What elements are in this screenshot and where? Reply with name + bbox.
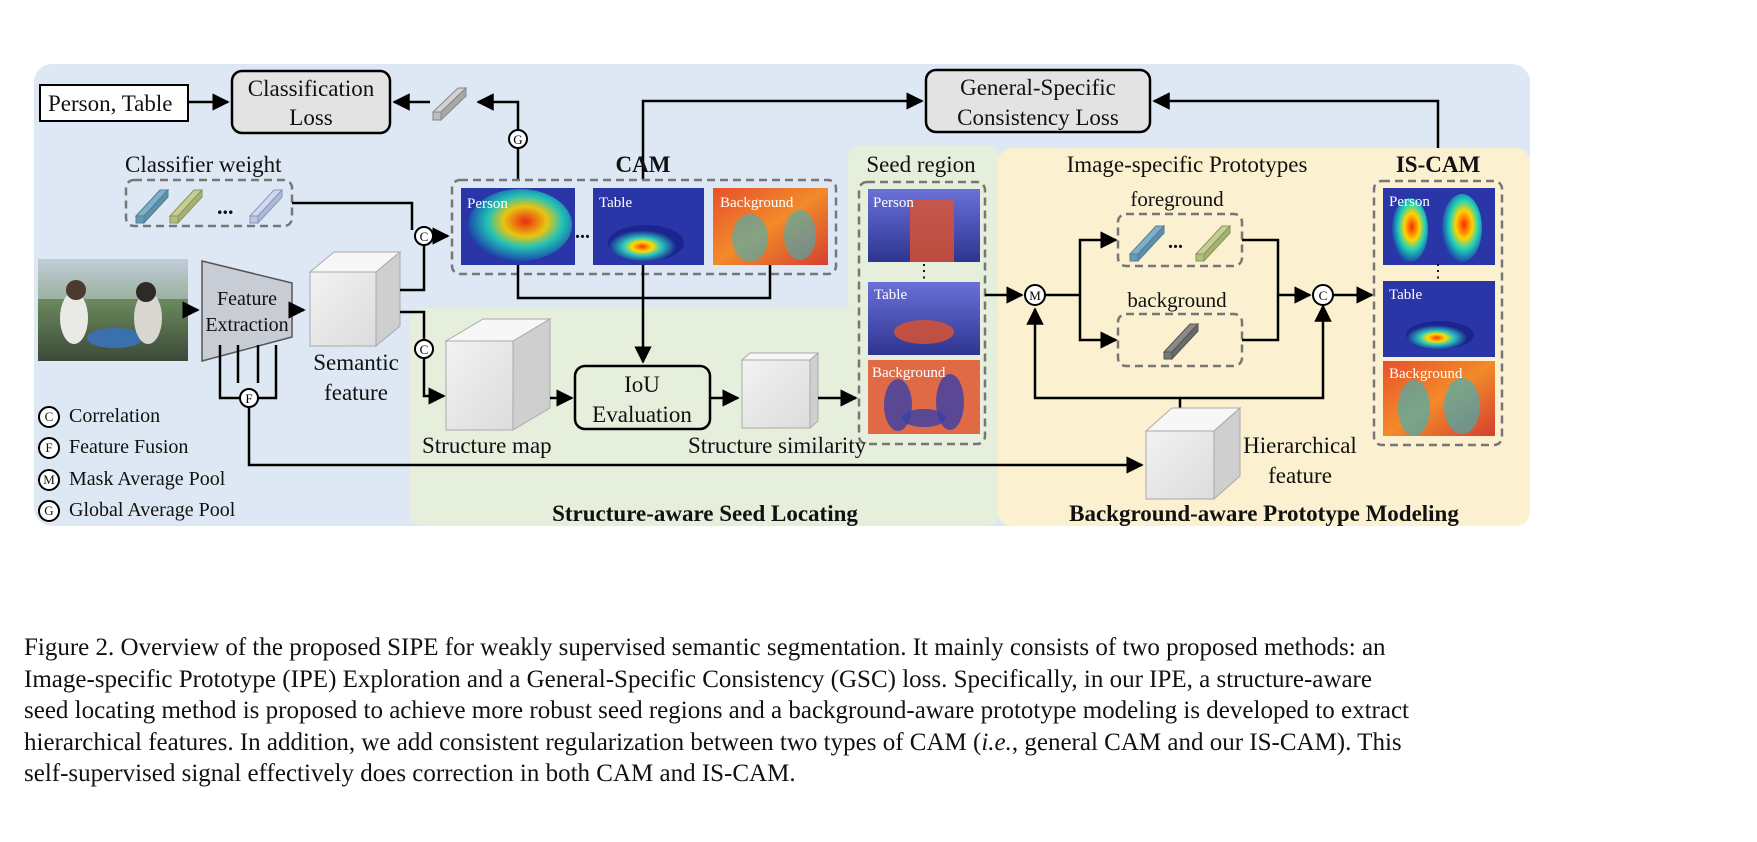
background-vector-icon [1162, 322, 1200, 361]
caption-line-5: self-supervised signal effectively does … [24, 760, 796, 787]
semantic-feature-line1: Semantic [313, 350, 399, 375]
caption-line-3: seed locating method is proposed to achi… [24, 697, 1409, 724]
legend-symbols [38, 406, 60, 522]
image-specific-prototypes-title: Image-specific Prototypes [1066, 152, 1308, 177]
cam-ellipsis: ... [575, 221, 590, 243]
cam-title: CAM [615, 152, 671, 177]
cam-map-person-label: Person [467, 196, 508, 212]
svg-text:⋮: ⋮ [1429, 261, 1447, 281]
seed-region-box [857, 180, 987, 446]
legend-symbol-mask-average-pool: M [43, 472, 55, 487]
gsc-loss-line1: General-Specific [960, 75, 1116, 100]
seed-map-person-label: Person [873, 195, 914, 211]
svg-text:G: G [513, 132, 522, 147]
classification-loss-line2: Loss [289, 105, 333, 130]
structure-similarity-cube [740, 351, 820, 430]
caption-line-4-a: hierarchical features. In addition, we a… [24, 728, 982, 756]
classifier-weight-label: Classifier weight [125, 152, 282, 177]
caption-line-4-b: , general CAM and our IS-CAM). This [1011, 728, 1402, 756]
classifier-weight-box [124, 178, 294, 228]
classification-loss-line1: Classification [247, 76, 375, 101]
hierarchical-feature-line2: feature [1268, 463, 1332, 488]
weight-vector-icons [134, 188, 284, 225]
caption-prefix: Figure 2. [24, 634, 115, 661]
feature-extraction-block [201, 260, 293, 362]
hierarchical-feature-cube [1144, 406, 1242, 501]
legend-text-correlation: Correlation [69, 405, 161, 427]
classification-loss-box [230, 69, 392, 135]
legend-text-feature-fusion: Feature Fusion [69, 436, 189, 458]
section-seed-locating: Structure-aware Seed Locating [552, 501, 858, 526]
cam-map-table-label: Table [599, 195, 633, 211]
caption-ie: i.e. [981, 728, 1012, 756]
gsc-loss-line2: Consistency Loss [957, 105, 1119, 130]
svg-text:F: F [245, 391, 252, 406]
semantic-feature-cube [308, 250, 402, 348]
structure-similarity-label: Structure similarity [688, 433, 867, 458]
input-image-detail [38, 259, 188, 348]
background-prototype-box [1116, 312, 1244, 368]
foreground-vector-icons [1128, 224, 1232, 263]
section-prototype-modeling: Background-aware Prototype Modeling [1069, 501, 1459, 526]
legend-symbol-global-average-pool: G [44, 503, 54, 518]
legend-symbol-feature-fusion: F [45, 440, 53, 455]
iscam-map-person-label: Person [1389, 194, 1430, 210]
svg-text:C: C [420, 342, 429, 357]
caption-line-2: Image-specific Prototype (IPE) Explorati… [24, 665, 1372, 693]
hierarchical-feature-line1: Hierarchical [1243, 433, 1357, 458]
semantic-feature-line2: feature [324, 380, 388, 405]
foreground-label: foreground [1130, 187, 1224, 211]
caption-line-1: Figure 2. Overview of the proposed SIPE … [24, 632, 1738, 664]
svg-text:⋮: ⋮ [915, 261, 933, 281]
background-label: background [1127, 288, 1227, 312]
iscam-map-background-label: Background [1389, 366, 1463, 382]
foreground-prototypes-box [1116, 212, 1244, 268]
legend-symbol-correlation: C [44, 409, 54, 424]
iscam-map-table-label: Table [1389, 287, 1423, 303]
svg-text:C: C [420, 229, 429, 244]
feature-extraction-line2: Extraction [205, 314, 289, 336]
structure-map-cube [444, 318, 552, 431]
iou-evaluation-line2: Evaluation [592, 402, 692, 427]
legend-text-global-average-pool: Global Average Pool [69, 499, 236, 521]
seed-map-background-label: Background [872, 365, 946, 381]
legend-text-mask-average-pool: Mask Average Pool [69, 468, 226, 490]
seed-region-title: Seed region [866, 152, 976, 177]
sipe-overview-diagram: G F C [34, 64, 1530, 526]
iscam-box [1372, 179, 1504, 447]
caption-line-4: hierarchical features. In addition, we a… [24, 727, 1738, 759]
svg-text:M: M [1029, 288, 1041, 303]
svg-text:C: C [1319, 288, 1328, 303]
gsc-loss-box [924, 68, 1152, 134]
cam-map-background-label: Background [720, 195, 794, 211]
classifier-weight-ellipsis: ... [217, 194, 234, 219]
feature-extraction-line1: Feature [217, 288, 277, 310]
iscam-title: IS-CAM [1395, 152, 1481, 177]
caption-line-1-text: Overview of the proposed SIPE for weakly… [120, 634, 1386, 661]
labels-box-text: Person, Table [48, 91, 173, 116]
iou-evaluation-line1: IoU [624, 372, 660, 397]
seed-map-table-label: Table [874, 287, 908, 303]
structure-map-label: Structure map [422, 433, 552, 458]
figure-caption: Figure 2. Overview of the proposed SIPE … [24, 632, 1738, 790]
foreground-ellipsis: ... [1168, 231, 1183, 253]
pooled-vector-icon [431, 86, 468, 122]
